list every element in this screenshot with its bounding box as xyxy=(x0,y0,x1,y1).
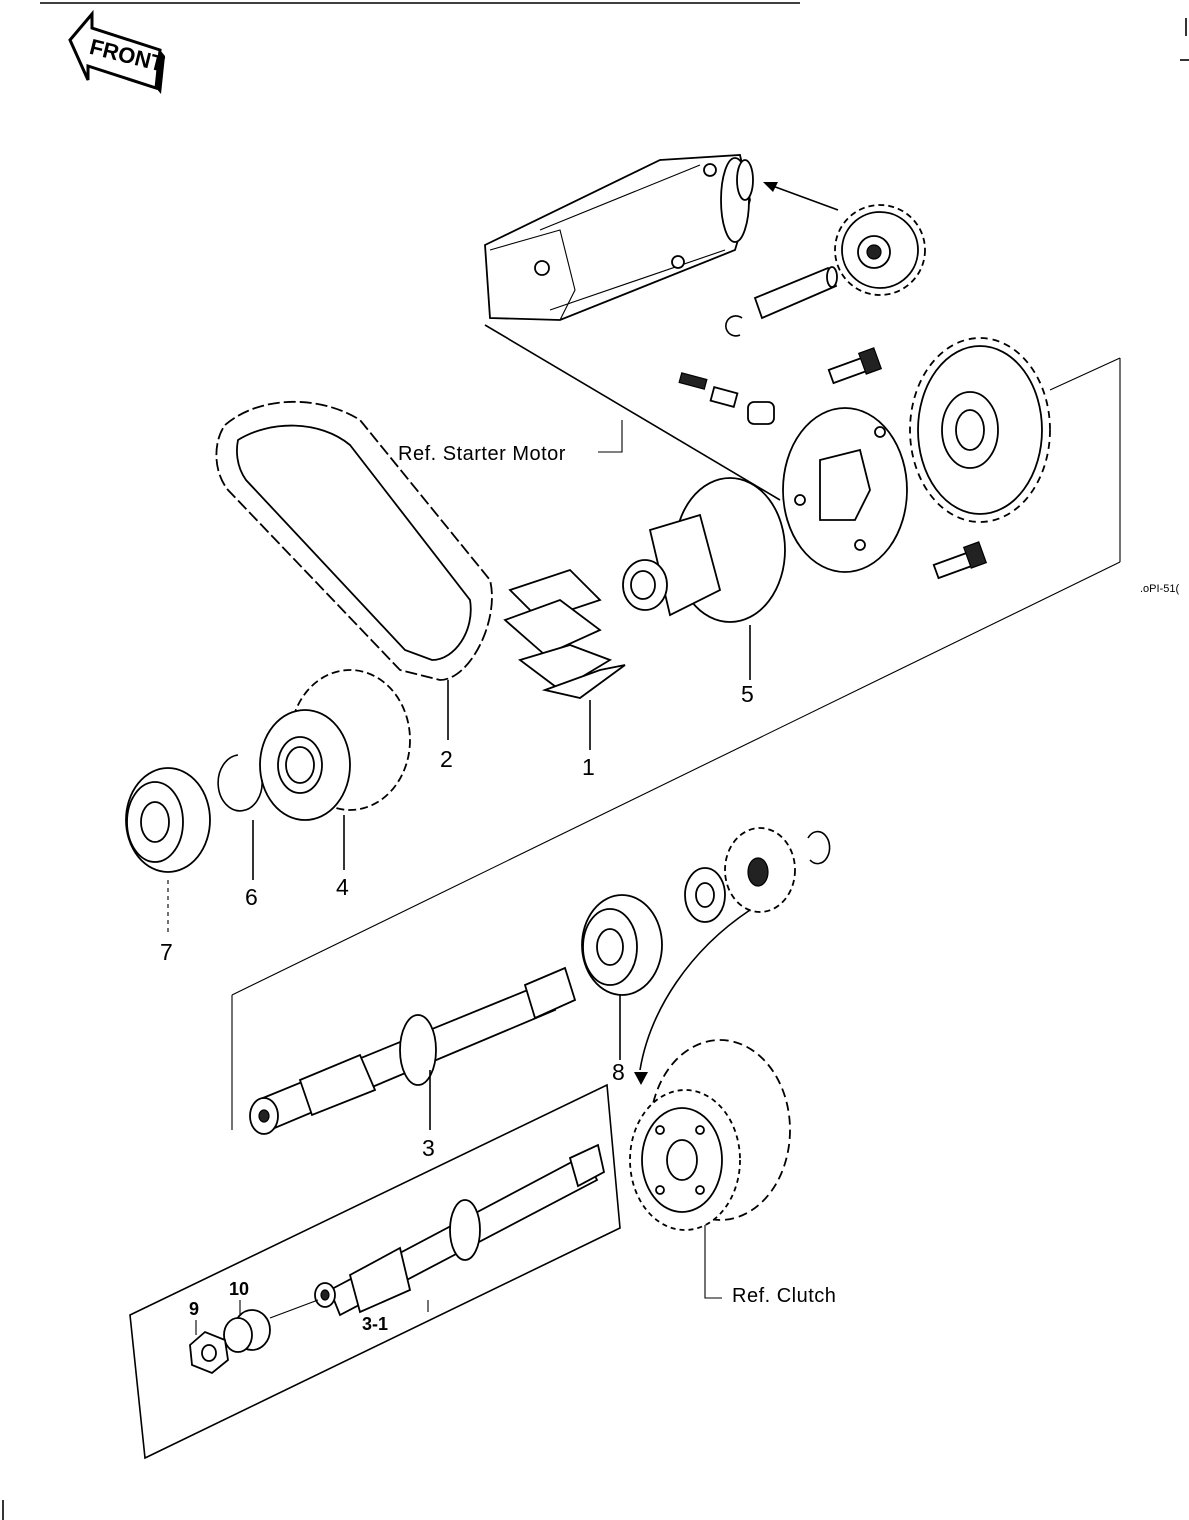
callout-5: 5 xyxy=(741,681,754,707)
leader-line xyxy=(269,1299,319,1319)
group-bracket xyxy=(231,561,1121,996)
starter-motor xyxy=(484,154,781,501)
circlip-6 xyxy=(217,754,263,812)
leader-line xyxy=(704,1225,722,1299)
callout-3: 3 xyxy=(422,1135,435,1161)
arrow-head-icon xyxy=(763,182,778,192)
circlip-gear xyxy=(807,830,831,865)
callout-2: 2 xyxy=(440,746,453,772)
leader-line xyxy=(769,184,839,211)
starter-idle-gear xyxy=(834,204,926,296)
ref-clutch-label: Ref. Clutch xyxy=(732,1285,836,1307)
damper-hub xyxy=(622,477,786,623)
ref-starter-motor-label: Ref. Starter Motor xyxy=(398,443,566,465)
leader-line xyxy=(639,909,751,1071)
rubber-damper xyxy=(503,568,626,699)
nut-9 xyxy=(189,1330,229,1375)
clutch-housing xyxy=(782,407,908,573)
front-arrow-icon: FRONT xyxy=(68,9,167,94)
callout-7: 7 xyxy=(160,939,173,965)
leader-line xyxy=(598,420,623,453)
gear-shaft xyxy=(753,266,838,320)
bolt-lower xyxy=(932,541,988,580)
output-shaft xyxy=(249,966,577,1135)
starter-sprocket xyxy=(909,337,1051,523)
callout-8: 8 xyxy=(612,1059,625,1085)
callout-4: 4 xyxy=(336,874,349,900)
ball-bearing-7 xyxy=(125,767,211,873)
arrow-head-icon xyxy=(634,1072,648,1085)
starter-driven-gear xyxy=(259,669,411,821)
primary-gear xyxy=(724,827,796,913)
callout-10: 10 xyxy=(229,1279,249,1299)
thrust-washer xyxy=(684,867,726,923)
inset-box xyxy=(129,1083,621,1460)
callout-6: 6 xyxy=(245,884,258,910)
output-shaft-alt xyxy=(314,1143,606,1317)
clutch-gear xyxy=(629,1039,791,1231)
spring-pin-roller xyxy=(678,372,775,425)
collar-10 xyxy=(223,1309,271,1353)
callout-9: 9 xyxy=(189,1299,199,1319)
group-bracket xyxy=(1049,357,1121,391)
callout-1: 1 xyxy=(582,754,595,780)
ball-bearing-8 xyxy=(581,894,663,996)
starter-chain xyxy=(215,400,493,681)
diagram-code: .oPI-51( xyxy=(1140,583,1179,595)
callout-3-1: 3-1 xyxy=(362,1314,388,1334)
circlip xyxy=(725,315,743,337)
bolt-upper xyxy=(827,347,883,385)
